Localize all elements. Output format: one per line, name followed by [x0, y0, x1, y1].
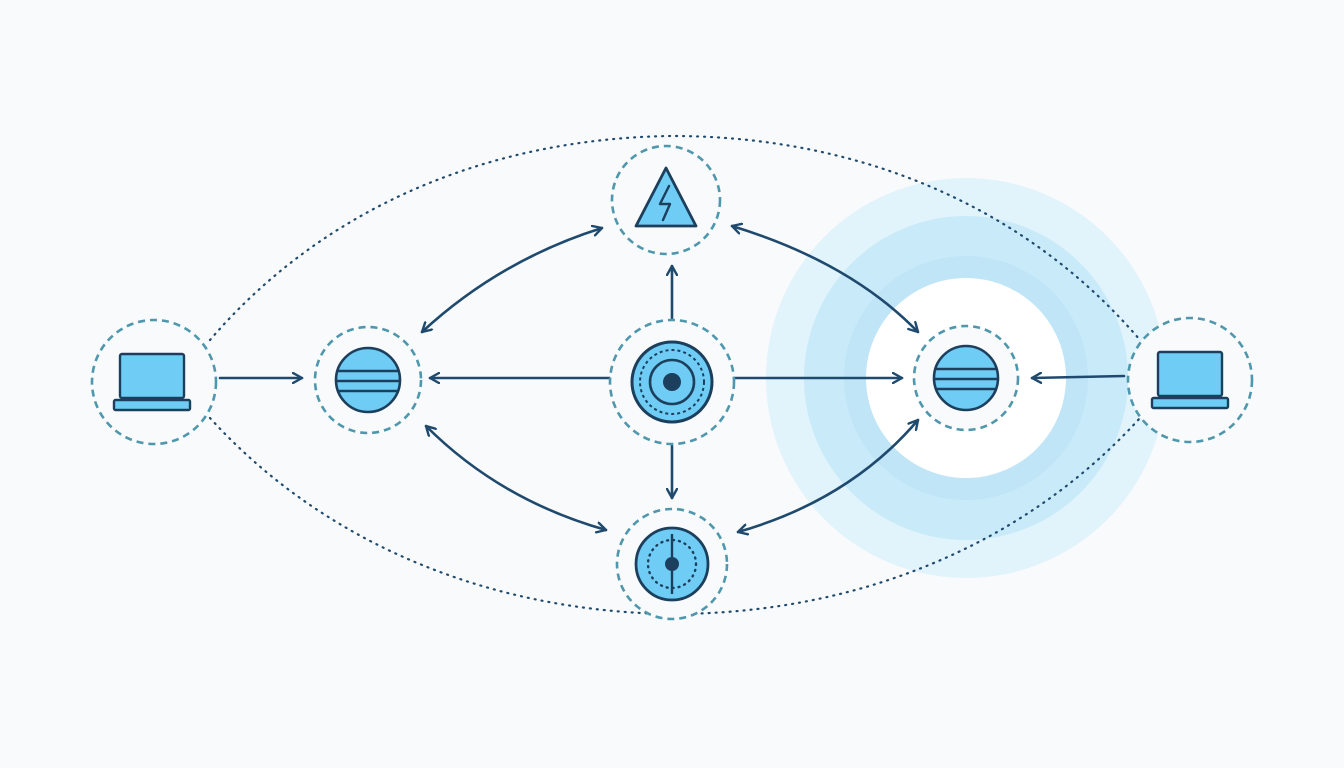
nodes: [90, 144, 1254, 621]
warning-lightning-icon: [634, 166, 698, 228]
gear-disk-icon: [630, 340, 714, 424]
dial-icon: [634, 526, 710, 602]
node-server-left: [313, 325, 423, 435]
edge-dial-server-right: [736, 418, 920, 532]
boundary-top-curve: [208, 134, 1142, 342]
node-hub-center: [608, 318, 736, 446]
node-dial-bottom: [615, 507, 729, 621]
node-client-left: [90, 318, 218, 446]
edge-server-left-dial: [424, 424, 608, 530]
laptop-icon: [1150, 350, 1230, 410]
laptop-icon: [112, 352, 192, 412]
edge-server-left-alert: [420, 228, 604, 334]
striped-disk-icon: [932, 344, 1000, 412]
dotted-boundary: [208, 134, 1142, 616]
edges: [218, 226, 1126, 532]
node-server-right: [912, 324, 1020, 432]
edge-client-right-to-server-right: [1030, 376, 1126, 378]
striped-disk-icon: [334, 346, 402, 414]
node-alert-top: [610, 144, 722, 256]
edge-alert-server-right: [730, 226, 920, 334]
boundary-bottom-curve: [208, 416, 1142, 616]
node-client-right: [1126, 316, 1254, 444]
